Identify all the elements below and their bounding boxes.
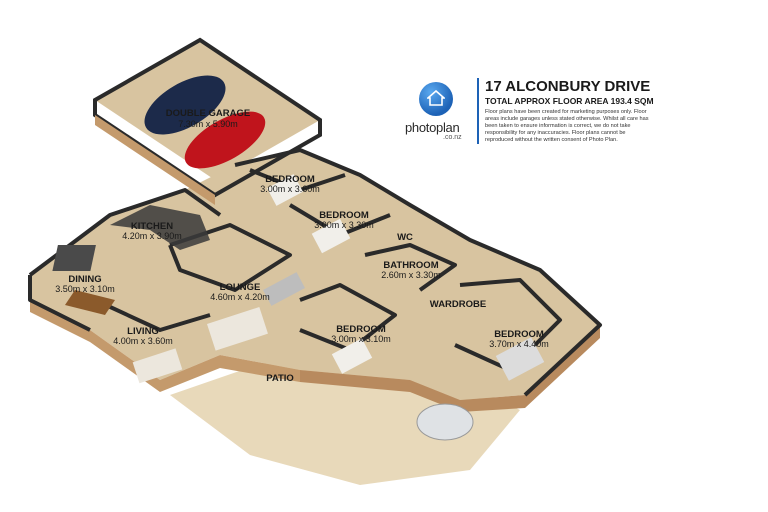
floor-area: TOTAL APPROX FLOOR AREA 193.4 SQM	[485, 96, 654, 106]
kitchen-island	[52, 245, 96, 271]
kitchen-bench	[110, 205, 210, 250]
info-block: photoplan .co.nz 17 ALCONBURY DRIVE TOTA…	[405, 78, 654, 148]
room-label-bedroom-1: BEDROOM	[265, 174, 315, 185]
brand-name: photoplan	[405, 120, 460, 135]
patio-table	[416, 403, 474, 441]
room-dims-kitchen: 4.20m x 3.90m	[122, 231, 182, 241]
disclaimer-text: Floor plans have been created for market…	[485, 109, 649, 143]
photoplan-logo: photoplan .co.nz	[405, 82, 471, 142]
address-title: 17 ALCONBURY DRIVE	[485, 78, 651, 95]
room-label-wc: WC	[397, 232, 413, 243]
house-icon	[419, 82, 453, 116]
room-dims-bedroom-3: 3.00m x 3.10m	[331, 334, 391, 344]
car-blue	[144, 75, 226, 135]
bed	[267, 174, 303, 206]
bed	[495, 337, 545, 381]
bed	[311, 218, 351, 254]
room-label-wardrobe: WARDROBE	[430, 299, 486, 310]
room-label-dining: DINING	[68, 274, 101, 285]
room-label-patio: PATIO	[266, 373, 294, 384]
room-label-bedroom-2: BEDROOM	[319, 210, 369, 221]
divider	[477, 78, 479, 144]
bed	[331, 338, 373, 374]
lounge-sofa	[262, 272, 306, 306]
room-dims-dining: 3.50m x 3.10m	[55, 284, 115, 294]
rug	[206, 307, 268, 351]
brick-base	[30, 300, 300, 392]
rug	[132, 348, 183, 384]
room-label-lounge: LOUNGE	[220, 282, 261, 293]
room-label-garage: DOUBLE GARAGE	[166, 108, 250, 119]
room-label-living: LIVING	[127, 326, 159, 337]
room-label-bedroom-4: BEDROOM	[494, 329, 544, 340]
room-label-bedroom-3: BEDROOM	[336, 324, 386, 335]
room-dims-garage: 7.30m x 5.90m	[178, 119, 238, 129]
room-dims-bathroom: 2.60m x 3.30m	[381, 270, 441, 280]
room-dims-living: 4.00m x 3.60m	[113, 336, 173, 346]
car-red	[184, 111, 266, 169]
room-dims-bedroom-2: 3.00m x 3.30m	[314, 220, 374, 230]
room-dims-bedroom-1: 3.00m x 3.60m	[260, 184, 320, 194]
room-dims-bedroom-4: 3.70m x 4.40m	[489, 339, 549, 349]
dining-table	[65, 290, 115, 315]
garage-brick	[95, 115, 215, 205]
room-dims-lounge: 4.60m x 4.20m	[210, 292, 270, 302]
room-label-bathroom: BATHROOM	[383, 260, 438, 271]
brand-suffix: .co.nz	[443, 134, 462, 141]
room-label-kitchen: KITCHEN	[131, 221, 173, 232]
